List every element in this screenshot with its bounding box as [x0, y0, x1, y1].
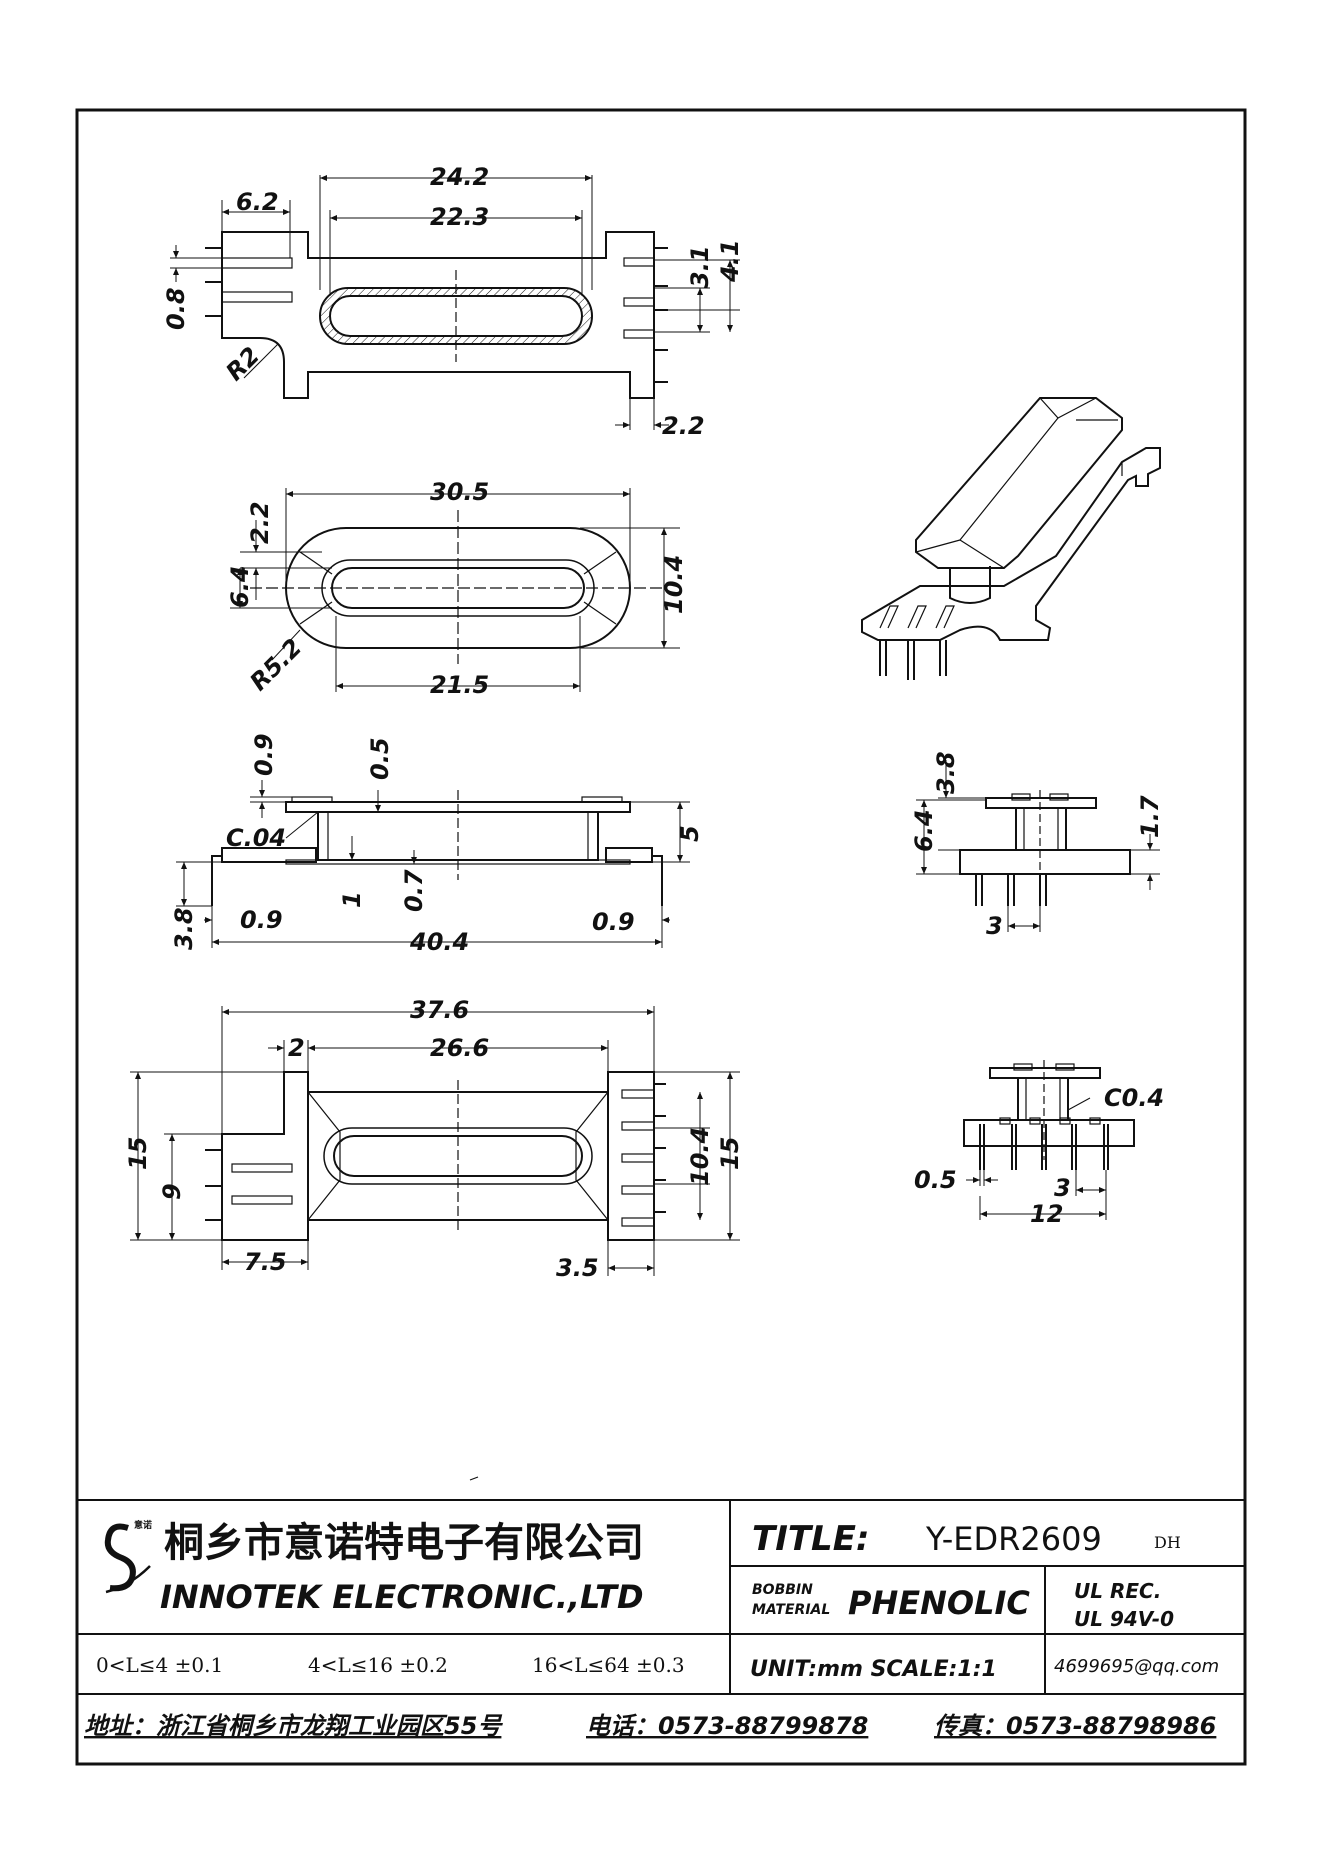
- top-view: 24.2 22.3 6.2 0.8 R2 3.1 4.1 2.2: [162, 163, 744, 440]
- ul-rec: UL REC.: [1074, 1579, 1161, 1603]
- dim-3-5: 3.5: [556, 1254, 599, 1282]
- dim-37-6: 37.6: [410, 996, 469, 1024]
- dim-9: 9: [158, 1183, 186, 1200]
- dim-0-5-end: 0.5: [914, 1166, 957, 1194]
- material-label-1: BOBBIN: [752, 1582, 813, 1598]
- side-view: 0.9 0.5 C.04 5 1 0.7 3.8 0.9 0.9 40.4: [170, 733, 704, 956]
- dim-10-4-bottom: 10.4: [686, 1127, 714, 1186]
- unit-scale: UNIT:mm SCALE:1:1: [750, 1657, 997, 1682]
- dim-0-9-left: 0.9: [240, 906, 283, 934]
- title-label: TITLE:: [752, 1519, 870, 1559]
- phone: 电话：0573-88799878: [586, 1712, 868, 1740]
- dim-3-end2: 3: [1054, 1174, 1071, 1202]
- dim-3-1: 3.1: [686, 245, 714, 288]
- dim-21-5: 21.5: [430, 671, 489, 699]
- dim-0-8: 0.8: [162, 287, 190, 330]
- dim-c0-4: C0.4: [1104, 1084, 1164, 1112]
- dim-2: 2: [288, 1034, 305, 1062]
- end-view-2: C0.4 0.5 3 12: [914, 1060, 1164, 1228]
- end-view-1: 3.8 6.4 1.7 3: [910, 751, 1164, 940]
- dim-22-3: 22.3: [430, 203, 489, 231]
- dim-1-7: 1.7: [1136, 795, 1164, 838]
- dim-1: 1: [338, 891, 366, 908]
- title-value: Y-EDR2609: [925, 1520, 1102, 1558]
- logo-small-text: 意诺: [134, 1519, 152, 1531]
- title-block: 意诺 桐乡市意诺特电子有限公司 INNOTEK ELECTRONIC.,LTD …: [77, 1499, 1245, 1740]
- email: 4699695@qq.com: [1054, 1656, 1219, 1677]
- title-suffix: DH: [1154, 1533, 1181, 1552]
- dim-3-end1: 3: [986, 912, 1003, 940]
- fax: 传真：0573-88798986: [934, 1712, 1216, 1740]
- dim-0-7: 0.7: [400, 869, 428, 912]
- dim-0-5: 0.5: [366, 737, 394, 780]
- dim-7-5: 7.5: [244, 1248, 287, 1276]
- company-name-cn: 桐乡市意诺特电子有限公司: [164, 1520, 644, 1566]
- material-value: PHENOLIC: [848, 1584, 1030, 1622]
- sheet-border: [75, 108, 1247, 1766]
- dim-26-6: 26.6: [430, 1034, 489, 1062]
- dim-6-4-oval: 6.4: [226, 565, 254, 608]
- dim-12: 12: [1030, 1200, 1063, 1228]
- dim-2-2-oval: 2.2: [246, 501, 274, 544]
- company-name-en: INNOTEK ELECTRONIC.,LTD: [160, 1578, 644, 1616]
- bottom-view: 37.6 2 26.6 15 9 10.4 15 7.5 3.5: [124, 996, 744, 1282]
- isometric-view: [861, 397, 1161, 680]
- material-label-2: MATERIAL: [752, 1602, 830, 1618]
- tolerance-1: 0<L≤4 ±0.1: [96, 1653, 223, 1677]
- dim-r2: R2: [220, 342, 265, 387]
- address: 地址：浙江省桐乡市龙翔工业园区55号: [84, 1712, 503, 1740]
- dim-0-9-right: 0.9: [592, 908, 635, 936]
- dim-5: 5: [676, 825, 704, 842]
- dim-6-2: 6.2: [236, 188, 279, 216]
- dim-4-1: 4.1: [716, 239, 744, 283]
- dim-24-2: 24.2: [430, 163, 489, 191]
- flange-view: 30.5 10.4 2.2 6.4 R5.2 21.5: [226, 478, 688, 699]
- dim-30-5: 30.5: [430, 478, 489, 506]
- dim-c04: C.04: [226, 824, 286, 852]
- tolerance-2: 4<L≤16 ±0.2: [308, 1653, 448, 1677]
- dim-r5-2: R5.2: [244, 633, 307, 696]
- dim-3-8-side: 3.8: [170, 907, 198, 950]
- tolerance-3: 16<L≤64 ±0.3: [532, 1653, 685, 1677]
- dim-40-4: 40.4: [409, 928, 469, 956]
- dim-15-right: 15: [716, 1137, 744, 1170]
- dim-2-2-top: 2.2: [662, 412, 705, 440]
- dim-15-left: 15: [124, 1137, 152, 1170]
- dim-3-8-end: 3.8: [932, 751, 960, 794]
- dim-10-4-oval: 10.4: [660, 555, 688, 614]
- dim-0-9-top: 0.9: [250, 733, 278, 776]
- ul-94v0: UL 94V-0: [1074, 1607, 1174, 1631]
- company-logo: 意诺: [104, 1519, 152, 1594]
- dim-6-4-end: 6.4: [910, 809, 938, 852]
